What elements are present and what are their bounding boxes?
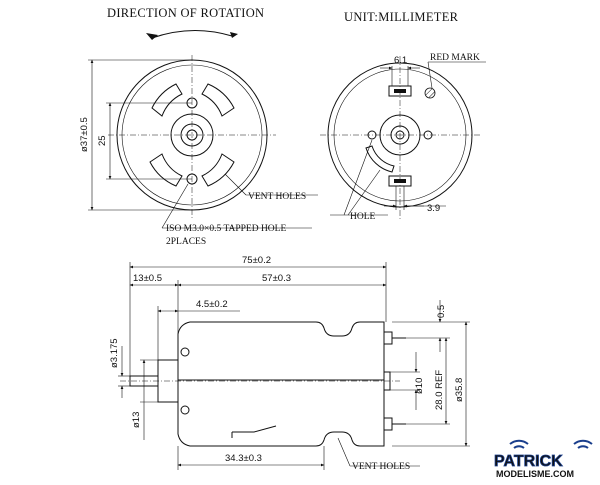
rear-vent-slot — [365, 145, 395, 173]
logo-site: MODELISME.COM — [496, 469, 574, 479]
front-shaft — [186, 129, 198, 141]
side-body — [177, 321, 385, 447]
side-screw-top — [180, 347, 190, 357]
front-view: ø37±0.5 25 VENT HOLES ISO M3.0×0.5 TAPPE… — [79, 55, 318, 247]
dim-shaft-dia: ø3.175 — [109, 338, 120, 368]
side-terminal-top — [383, 331, 393, 345]
dim-28-ref: 28.0 REF — [434, 370, 445, 410]
dim-boss-4-5: 4.5±0.2 — [196, 299, 228, 310]
header: DIRECTION OF ROTATION UNIT:MILLIMETER — [107, 6, 459, 40]
dim-0-5: 0.5 — [436, 305, 447, 318]
dim-shaft-13: 13±0.5 — [133, 273, 162, 284]
wifi-signal-icon — [509, 439, 593, 449]
front-boss — [170, 113, 214, 157]
red-mark-icon — [424, 87, 436, 99]
terminal-bottom — [388, 175, 412, 187]
dim-body-57: 57±0.3 — [262, 273, 291, 284]
dim-boss-dia: ø13 — [131, 412, 142, 428]
terminal-top-slot — [394, 89, 406, 93]
rear-hole-right — [423, 130, 433, 140]
rotation-arrow-icon — [146, 30, 238, 40]
side-rear-boss — [383, 371, 391, 391]
dim-dia-37: ø37±0.5 — [79, 117, 90, 152]
side-view: 75±0.2 13±0.5 57±0.3 4.5±0.2 ø3.175 ø13 … — [109, 255, 470, 472]
rear-hole-left — [367, 130, 377, 140]
front-boss-inner — [180, 123, 204, 147]
terminal-top — [388, 85, 412, 97]
side-screw-bottom — [180, 405, 190, 415]
dim-overall-75: 75±0.2 — [242, 255, 271, 266]
rear-shaft — [395, 130, 405, 140]
front-vent-slots — [149, 83, 235, 187]
dim-25: 25 — [97, 135, 108, 146]
side-terminal-bottom — [383, 417, 393, 431]
dim-3-9: 3.9 — [427, 203, 440, 214]
brand-logo: PATRICK MODELISME.COM — [494, 439, 593, 479]
dim-6-1: 6.1 — [394, 55, 407, 66]
tapped-hole-label: ISO M3.0×0.5 TAPPED HOLE — [166, 224, 286, 234]
tapped-hole-places: 2PLACES — [166, 237, 206, 247]
terminal-bottom-slot — [394, 179, 406, 183]
dim-lower-34-3: 34.3±0.3 — [225, 453, 262, 464]
side-vent-notch — [232, 425, 277, 433]
unit-label: UNIT:MILLIMETER — [344, 10, 459, 24]
dim-dia-10: ø10 — [414, 378, 425, 394]
side-vent-holes-label: VENT HOLES — [352, 462, 410, 472]
hole-label: HOLE — [350, 212, 376, 222]
logo-brand: PATRICK — [494, 453, 563, 470]
dim-dia-35-8: ø35.8 — [454, 378, 465, 402]
rear-bearing — [379, 114, 421, 156]
red-mark-label: RED MARK — [430, 53, 480, 63]
rear-view: 6.1 RED MARK HOLE 3.9 — [320, 53, 486, 222]
direction-of-rotation-label: DIRECTION OF ROTATION — [107, 6, 264, 20]
rear-bearing-inner — [390, 125, 410, 145]
front-vent-holes-label: VENT HOLES — [248, 192, 306, 202]
